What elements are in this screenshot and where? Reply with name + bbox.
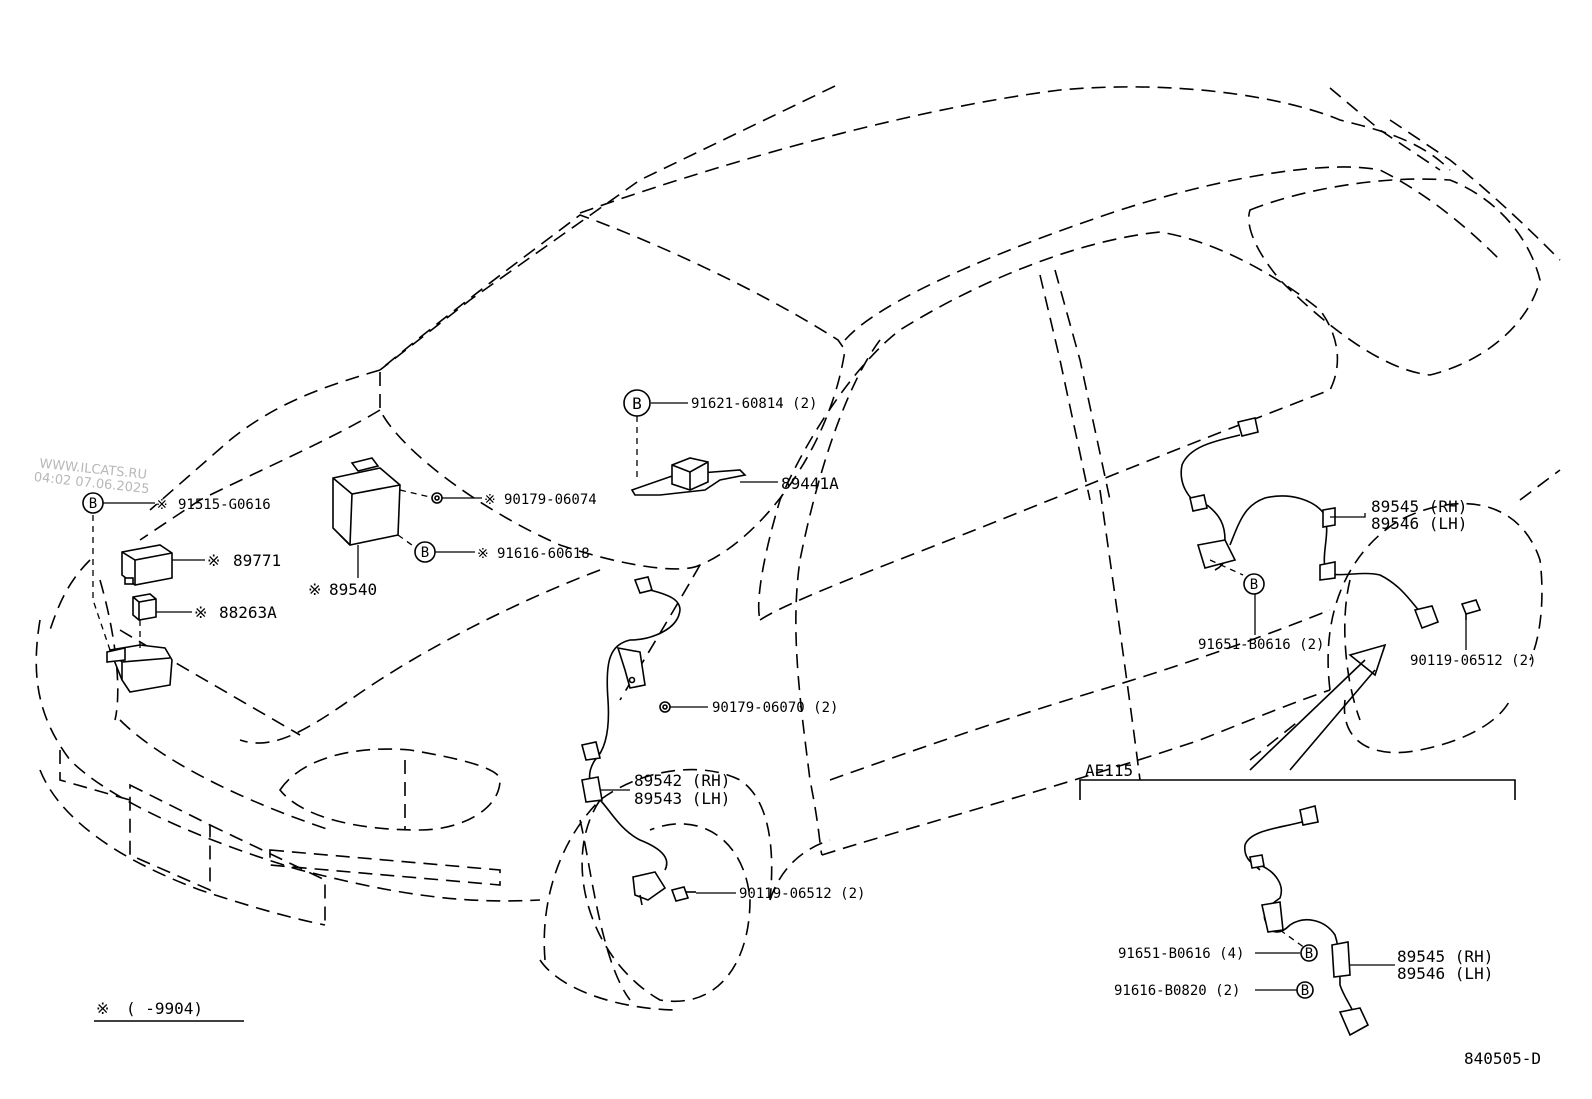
legend-text: ( -9904) [126,999,203,1018]
label-91621-60814: 91621-60814 (2) [691,396,817,412]
ae115-box: AE115 [1079,761,1516,800]
rear-arrows [1249,643,1387,771]
label-89546-lh: 89546 (LH) [1371,514,1467,533]
label-89771: 89771 [233,551,281,570]
legend: ※ ( -9904) [94,999,244,1022]
label-90119-06512-front: 90119-06512 (2) [739,886,865,902]
label-91616-b0820-ae: 91616-B0820 (2) [1114,983,1240,999]
label-91515-g0616: 91515-G0616 [178,497,271,513]
label-89546-lh-ae: 89546 (LH) [1397,964,1493,983]
legend-mark: ※ [96,999,109,1018]
bolt-front [670,886,696,902]
callout-labels: 89441A 91621-60814 (2) ※ 91515-G0616 ※ 8… [156,396,1536,999]
label-91651-b0616-rear: 91651-B0616 (2) [1198,637,1324,653]
rear-speed-sensor [1180,417,1440,630]
note-mark: ※ [308,580,321,599]
label-89543-lh: 89543 (LH) [634,789,730,808]
label-89545-rh-ae: 89545 (RH) [1397,947,1493,966]
label-90179-06070: 90179-06070 (2) [712,700,838,716]
note-mark: ※ [477,546,489,562]
label-90119-06512-rear: 90119-06512 (2) [1410,653,1536,669]
front-speed-sensor [581,576,681,906]
label-88263a: 88263A [219,603,277,622]
label-89441a: 89441A [781,474,839,493]
note-mark: ※ [156,497,168,513]
abs-computer-89540 [332,457,401,546]
bolt-ref-circles: B B B B B B [82,389,1318,999]
bolt-ref-91616: B [414,541,436,563]
bolt-ref-91515: B [82,492,104,514]
bolt-ref-91651-ae: B [1300,944,1318,962]
bolt-ref-91651-rear: B [1243,573,1265,595]
nut-90179-06070 [659,701,671,713]
relay-88263a [132,593,157,621]
abs-actuator [106,644,173,693]
svg-text:B: B [632,394,642,413]
svg-text:B: B [1301,983,1309,999]
leader-lines [92,402,1467,991]
label-89545-rh: 89545 (RH) [1371,497,1467,516]
sensor-89441a [630,457,747,496]
nut-90179-06074 [431,492,443,504]
svg-text:B: B [89,496,97,512]
label-89540: 89540 [329,580,377,599]
relay-89771 [121,544,173,586]
svg-text:B: B [421,545,429,561]
svg-text:B: B [1250,577,1258,593]
watermark: WWW.ILCATS.RU 04:02 07.06.2025 [33,457,150,498]
bolt-rear [1460,599,1482,620]
note-mark: ※ [484,492,496,508]
label-90179-06074: 90179-06074 [504,492,597,508]
bolt-ref-91616-ae: B [1296,981,1314,999]
diagram-code: 840505-D [1464,1049,1541,1068]
ae115-speed-sensor [1244,805,1370,1037]
label-91616-60618: 91616-60618 [497,546,590,562]
ae115-label: AE115 [1085,761,1133,780]
label-91651-b0616-ae: 91651-B0616 (4) [1118,946,1244,962]
car-body-outline [35,85,1561,1011]
note-mark: ※ [194,603,207,622]
label-89542-rh: 89542 (RH) [634,771,730,790]
svg-text:B: B [1305,946,1313,962]
note-mark: ※ [207,551,220,570]
bolt-ref-91621: B [623,389,651,417]
